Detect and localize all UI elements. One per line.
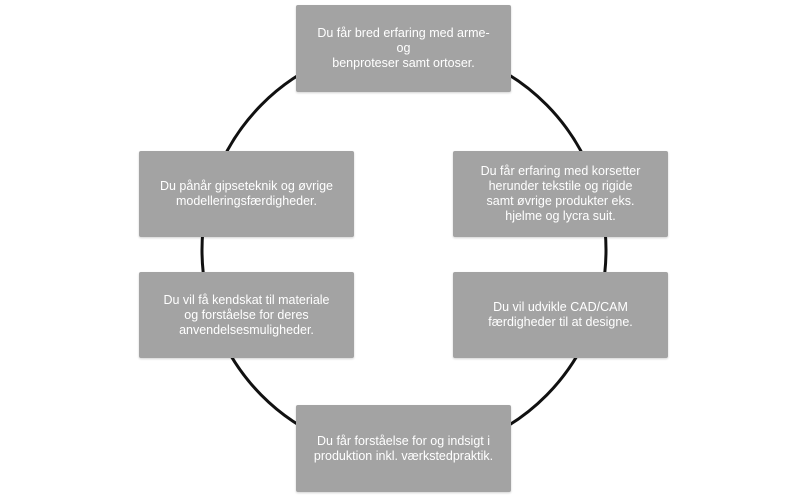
step-text-upper-left: Du pånår gipseteknik og øvrige modelleri…: [159, 179, 333, 208]
step-text-lower-left: Du vil få kendskat til materiale og fors…: [163, 292, 330, 337]
step-box-upper-left: Du pånår gipseteknik og øvrige modelleri…: [139, 151, 354, 237]
step-box-top: Du får bred erfaring med arme- og benpro…: [296, 5, 511, 92]
step-text-bottom: Du får forståelse for og indsigt i produ…: [313, 433, 494, 463]
step-box-bottom: Du får forståelse for og indsigt i produ…: [296, 405, 511, 492]
step-text-top: Du får bred erfaring med arme- og benpro…: [317, 26, 490, 70]
step-box-lower-left: Du vil få kendskat til materiale og fors…: [139, 272, 354, 358]
step-box-upper-right: Du får erfaring med korsetter herunder t…: [453, 151, 668, 237]
step-text-upper-right: Du får erfaring med korsetter herunder t…: [480, 164, 641, 223]
step-box-lower-right: Du vil udvikle CAD/CAM færdigheder til a…: [453, 272, 668, 358]
step-text-lower-right: Du vil udvikle CAD/CAM færdigheder til a…: [488, 300, 633, 329]
cycle-ring-ellipse: [200, 43, 608, 457]
